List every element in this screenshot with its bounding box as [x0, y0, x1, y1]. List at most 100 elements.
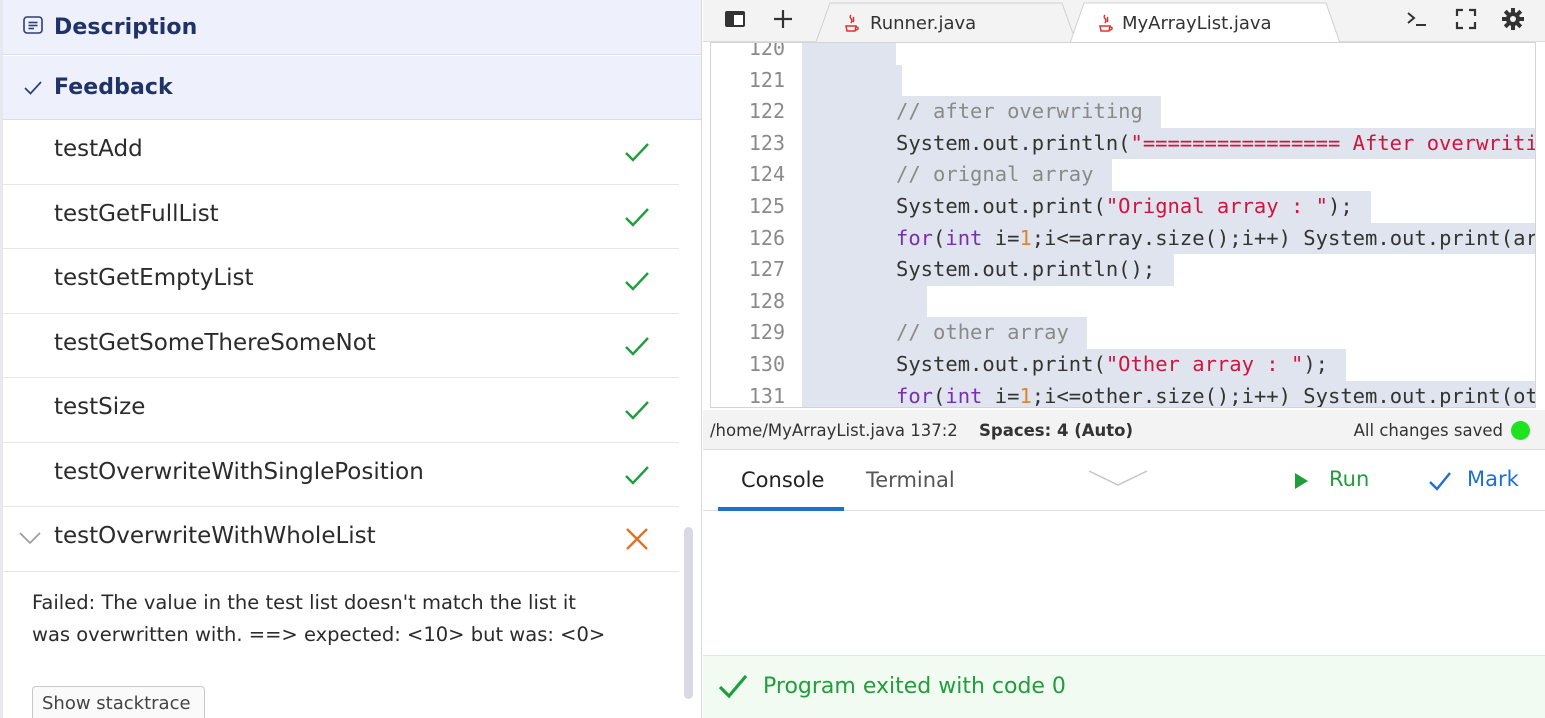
line-number: 130: [748, 352, 785, 376]
line-gutter: [711, 43, 802, 407]
pass-check-icon: [625, 143, 649, 162]
tab-myarraylist-java[interactable]: MyArrayList.java: [1069, 2, 1341, 43]
check-icon: [1429, 472, 1451, 491]
fail-cross-icon: [626, 528, 648, 550]
feedback-label: Feedback: [54, 75, 173, 100]
terminal-icon[interactable]: [1405, 7, 1429, 31]
mark-label: Mark: [1467, 467, 1519, 491]
selection-indent: [802, 43, 896, 407]
program-exit-status: Program exited with code 0: [703, 655, 1545, 718]
code-text: // other array: [896, 317, 1088, 349]
description-label: Description: [54, 14, 198, 40]
editor-status-bar: /home/MyArrayList.java 137:2 Spaces: 4 (…: [703, 410, 1545, 450]
tab-label: Runner.java: [870, 13, 977, 34]
panel-edge: [0, 0, 3, 718]
file-tree-icon[interactable]: [723, 7, 747, 31]
code-line: 121: [711, 64, 1535, 97]
code-text: System.out.print("Other array : ");: [896, 349, 1347, 381]
java-icon: [1099, 14, 1113, 32]
save-status: All changes saved: [1353, 421, 1503, 440]
chevron-down-icon[interactable]: [19, 531, 41, 545]
check-icon: [24, 81, 42, 95]
test-name: testOverwriteWithSinglePosition: [54, 458, 424, 485]
test-row[interactable]: testAdd: [3, 120, 679, 185]
file-path: /home/MyArrayList.java 137:2: [710, 421, 958, 440]
line-number: 131: [748, 383, 785, 408]
line-number: 127: [748, 257, 785, 282]
test-name: testAdd: [54, 136, 143, 162]
fullscreen-icon[interactable]: [1454, 7, 1478, 31]
tab-shape-active: [1069, 2, 1341, 43]
play-icon: [1295, 473, 1308, 489]
line-number: 126: [748, 225, 785, 250]
code-text: for(int i=1;i<=other.size();i++) System.…: [896, 380, 1535, 407]
tab-console[interactable]: Console: [741, 468, 825, 492]
code-line: 128: [711, 285, 1535, 318]
line-number: 129: [748, 320, 785, 345]
test-name: testGetSomeThereSomeNot: [54, 329, 376, 356]
code-line: 125 System.out.print("Orignal array : ")…: [711, 191, 1535, 223]
run-label: Run: [1329, 467, 1370, 491]
code-line: 131 for(int i=1;i<=other.size();i++) Sys…: [711, 380, 1535, 408]
plus-icon[interactable]: [771, 7, 795, 31]
code-text: System.out.println("================ Aft…: [896, 127, 1535, 160]
test-row-expanded[interactable]: testOverwriteWithWholeList: [3, 507, 679, 572]
code-line: 130 System.out.print("Other array : ");: [711, 349, 1535, 381]
tab-label: MyArrayList.java: [1122, 13, 1272, 34]
test-row[interactable]: testSize: [3, 378, 679, 443]
tab-terminal[interactable]: Terminal: [866, 468, 955, 492]
test-row[interactable]: testGetEmptyList: [3, 249, 679, 314]
line-number: 121: [748, 67, 785, 92]
code-line: 122 // after overwriting: [711, 96, 1535, 128]
indentation-setting[interactable]: Spaces: 4 (Auto): [979, 421, 1134, 440]
code-text: System.out.print("Orignal array : ");: [896, 191, 1372, 223]
collapse-chevron-icon[interactable]: [1088, 469, 1148, 487]
document-icon: [23, 16, 43, 34]
code-text: // orignal array: [896, 159, 1112, 191]
code-text: [896, 64, 902, 97]
test-results-list: testAdd testGetFullList testGetEmptyList…: [3, 120, 679, 572]
test-row[interactable]: testGetFullList: [3, 185, 679, 249]
failure-message: Failed: The value in the test list doesn…: [32, 587, 632, 651]
test-name: testSize: [54, 394, 146, 420]
console-toolbar: Console Terminal Run Mark: [703, 451, 1545, 511]
scrollbar-thumb[interactable]: [684, 527, 693, 699]
test-row[interactable]: testGetSomeThereSomeNot: [3, 314, 679, 378]
line-number: 122: [748, 99, 785, 124]
editor-panel: Runner.java MyArrayList.java: [703, 0, 1545, 718]
failure-message-line: was overwritten with. ==> expected: <10>…: [32, 623, 606, 646]
code-line: 123 System.out.println("================…: [711, 127, 1535, 160]
code-line: 120: [711, 43, 1535, 65]
code-text: [896, 285, 927, 318]
code-editor[interactable]: 120 121 122 // after overwriting 123 Sys…: [710, 42, 1536, 408]
test-row[interactable]: testOverwriteWithSinglePosition: [3, 443, 679, 507]
code-line: 124 // orignal array: [711, 159, 1535, 191]
pass-check-icon: [625, 465, 649, 485]
code-line: 126 for(int i=1;i<=array.size();i++) Sys…: [711, 222, 1535, 255]
tab-runner-java[interactable]: Runner.java: [815, 2, 1077, 42]
feedback-section-header[interactable]: Feedback: [3, 56, 701, 120]
code-line: 129 // other array: [711, 317, 1535, 349]
show-stacktrace-button[interactable]: Show stacktrace: [32, 686, 205, 718]
line-number: 125: [748, 194, 785, 218]
active-tab-indicator: [718, 507, 844, 511]
success-check-icon: [718, 674, 748, 699]
test-name: testOverwriteWithWholeList: [54, 523, 376, 549]
java-icon: [845, 14, 859, 32]
pass-check-icon: [625, 336, 649, 356]
pass-check-icon: [625, 207, 649, 227]
code-text: // after overwriting: [896, 96, 1162, 128]
test-name: testGetEmptyList: [54, 265, 254, 291]
description-section-header[interactable]: Description: [3, 0, 701, 55]
failure-message-line: Failed: The value in the test list doesn…: [32, 591, 576, 614]
code-text: System.out.println();: [896, 254, 1174, 286]
gear-icon[interactable]: [1501, 7, 1525, 31]
saved-indicator-dot: [1511, 421, 1530, 440]
file-path-text: /home/MyArrayList.java: [710, 421, 905, 440]
console-output[interactable]: [703, 512, 1545, 655]
test-name: testGetFullList: [54, 200, 219, 227]
feedback-panel: Description Feedback testAdd testGetFull…: [0, 0, 702, 718]
editor-tab-bar: Runner.java MyArrayList.java: [703, 0, 1545, 43]
line-number: 123: [748, 130, 785, 155]
line-number: 124: [748, 162, 785, 187]
